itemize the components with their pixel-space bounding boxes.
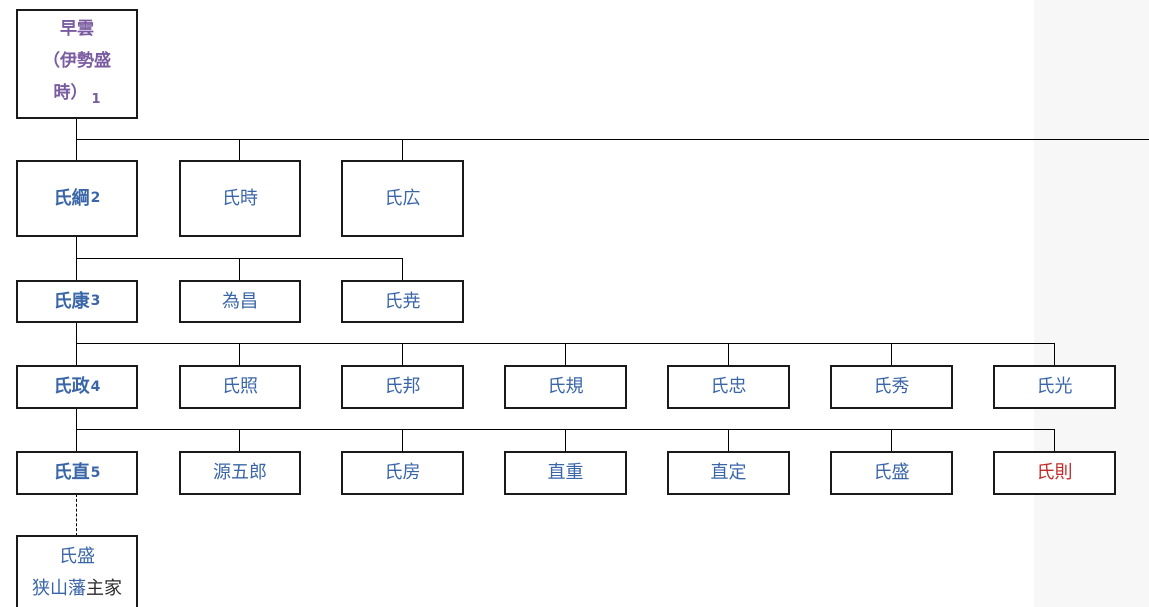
successor-title: 主家: [86, 578, 122, 599]
gen4-sibling-node[interactable]: 氏邦: [341, 365, 464, 409]
gen4-sibling-name: 氏邦: [384, 376, 421, 398]
right-margin-panel: [1034, 0, 1149, 607]
connector-line: [565, 343, 566, 366]
connector-line: [1054, 429, 1055, 452]
gen2-sibling-name: 氏時: [222, 187, 258, 209]
connector-line: [402, 258, 403, 281]
gen2-main-name: 氏綱: [53, 187, 90, 209]
gen4-sibling-node[interactable]: 氏忠: [667, 365, 790, 409]
connector-line: [76, 408, 77, 452]
root-order-number: 1: [91, 91, 101, 107]
connector-line: [891, 343, 892, 366]
gen5-sibling-node[interactable]: 氏盛: [830, 451, 953, 495]
successor-domain-link[interactable]: 狭山藩: [32, 578, 86, 599]
root-node[interactable]: 早雲 （伊勢盛 時）1: [16, 9, 138, 119]
gen3-sibling-node[interactable]: 氏尭: [341, 280, 464, 323]
successor-node[interactable]: 氏盛 狭山藩主家: [16, 535, 138, 607]
gen5-sibling-name: 氏則: [1036, 462, 1073, 484]
connector-line: [239, 139, 240, 161]
gen3-main-name: 氏康: [53, 290, 90, 312]
gen5-sibling-node[interactable]: 氏房: [341, 451, 464, 495]
gen2-order-number: 2: [90, 190, 101, 207]
gen4-sibling-name: 氏規: [547, 376, 584, 398]
connector-line: [402, 343, 403, 366]
connector-line: [402, 429, 403, 452]
gen5-sibling-node[interactable]: 源五郎: [179, 451, 301, 495]
gen5-sibling-node[interactable]: 直重: [504, 451, 627, 495]
gen4-sibling-name: 氏秀: [873, 376, 910, 398]
gen2-sibling-node[interactable]: 氏時: [179, 160, 301, 237]
gen4-order-number: 4: [90, 378, 101, 395]
root-name-line2: （伊勢盛: [43, 50, 111, 71]
connector-line: [239, 258, 240, 281]
gen5-order-number: 5: [90, 464, 101, 481]
gen4-main-name: 氏政: [53, 376, 90, 398]
connector-line: [76, 322, 77, 366]
gen3-order-number: 3: [90, 293, 101, 310]
gen5-sibling-name: 源五郎: [213, 462, 267, 484]
gen4-sibling-node[interactable]: 氏照: [179, 365, 301, 409]
gen5-sibling-name: 直重: [547, 462, 584, 484]
root-name-line1: 早雲: [60, 18, 94, 39]
gen3-sibling-node[interactable]: 為昌: [179, 280, 301, 323]
root-name-line3: 時）1: [53, 77, 100, 116]
connector-line: [728, 429, 729, 452]
connector-line: [728, 343, 729, 366]
gen5-sibling-name: 氏盛: [873, 462, 910, 484]
connector-line: [239, 343, 240, 366]
connector-line: [239, 429, 240, 452]
gen4-sibling-node[interactable]: 氏光: [993, 365, 1116, 409]
gen4-sibling-name: 氏忠: [710, 376, 747, 398]
gen3-sibling-name: 氏尭: [384, 290, 421, 312]
gen2-sibling-node[interactable]: 氏広: [341, 160, 464, 237]
gen5-sibling-name: 直定: [710, 462, 747, 484]
successor-subtitle: 狭山藩主家: [32, 573, 122, 605]
gen5-sibling-node-highlighted[interactable]: 氏則: [993, 451, 1116, 495]
gen4-sibling-node[interactable]: 氏規: [504, 365, 627, 409]
gen4-sibling-name: 氏照: [222, 376, 258, 398]
gen3-sibling-name: 為昌: [222, 290, 258, 312]
successor-name: 氏盛: [59, 546, 95, 567]
connector-line: [565, 429, 566, 452]
gen4-sibling-name: 氏光: [1036, 376, 1073, 398]
connector-line: [76, 139, 1149, 140]
root-name-line3-text: 時）: [53, 82, 88, 103]
dashed-connector-line: [76, 494, 77, 536]
gen4-sibling-node[interactable]: 氏秀: [830, 365, 953, 409]
gen5-sibling-node[interactable]: 直定: [667, 451, 790, 495]
gen5-sibling-name: 氏房: [384, 462, 421, 484]
gen2-sibling-name: 氏広: [384, 187, 421, 209]
connector-line: [891, 429, 892, 452]
connector-line: [1054, 343, 1055, 366]
gen5-main-name: 氏直: [53, 462, 90, 484]
connector-line: [402, 139, 403, 161]
